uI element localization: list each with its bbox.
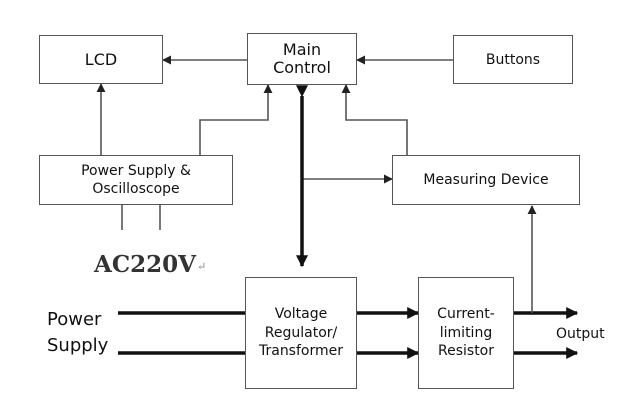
output-text: Output <box>556 326 605 342</box>
output-label: Output <box>556 326 605 342</box>
voltage-regulator-block: Voltage Regulator/ Transformer <box>245 277 357 389</box>
limiter-label-line3: Resistor <box>438 343 494 360</box>
ac220v-text: AC220V <box>94 251 197 278</box>
power-supply-oscilloscope-block: Power Supply & Oscilloscope <box>39 155 233 205</box>
regulator-label-line1: Voltage <box>274 305 328 322</box>
buttons-block: Buttons <box>453 35 573 84</box>
main-control-label-line2: Control <box>273 58 331 77</box>
limiter-label-line2: limiting <box>439 324 493 341</box>
power-supply-label-line1: Power <box>47 309 102 330</box>
arrow-measuring-to-main <box>341 84 408 155</box>
regulator-label-line2: Regulator/ <box>264 324 338 341</box>
main-control-label-line1: Main <box>282 39 322 59</box>
power-supply-label: Power Supply <box>47 307 108 359</box>
arrow-power-to-main <box>199 84 273 155</box>
current-limiting-resistor-block: Current- limiting Resistor <box>418 277 514 389</box>
power-supply-label-line2: Supply <box>47 335 109 356</box>
buttons-label: Buttons <box>485 51 541 68</box>
measuring-device-label: Measuring Device <box>423 172 549 188</box>
limiter-label-line1: Current- <box>437 305 495 322</box>
power-osc-label-line2: Oscilloscope <box>92 181 180 197</box>
lcd-label: LCD <box>84 50 118 69</box>
main-control-block: Main Control <box>247 33 357 85</box>
ac220v-label: AC220V↵ <box>94 251 206 278</box>
power-osc-label-line1: Power Supply & <box>81 162 191 179</box>
lcd-block: LCD <box>39 35 163 84</box>
regulator-label-line3: Transformer <box>258 343 343 360</box>
measuring-device-block: Measuring Device <box>392 155 580 205</box>
return-mark-icon: ↵ <box>197 259 207 273</box>
